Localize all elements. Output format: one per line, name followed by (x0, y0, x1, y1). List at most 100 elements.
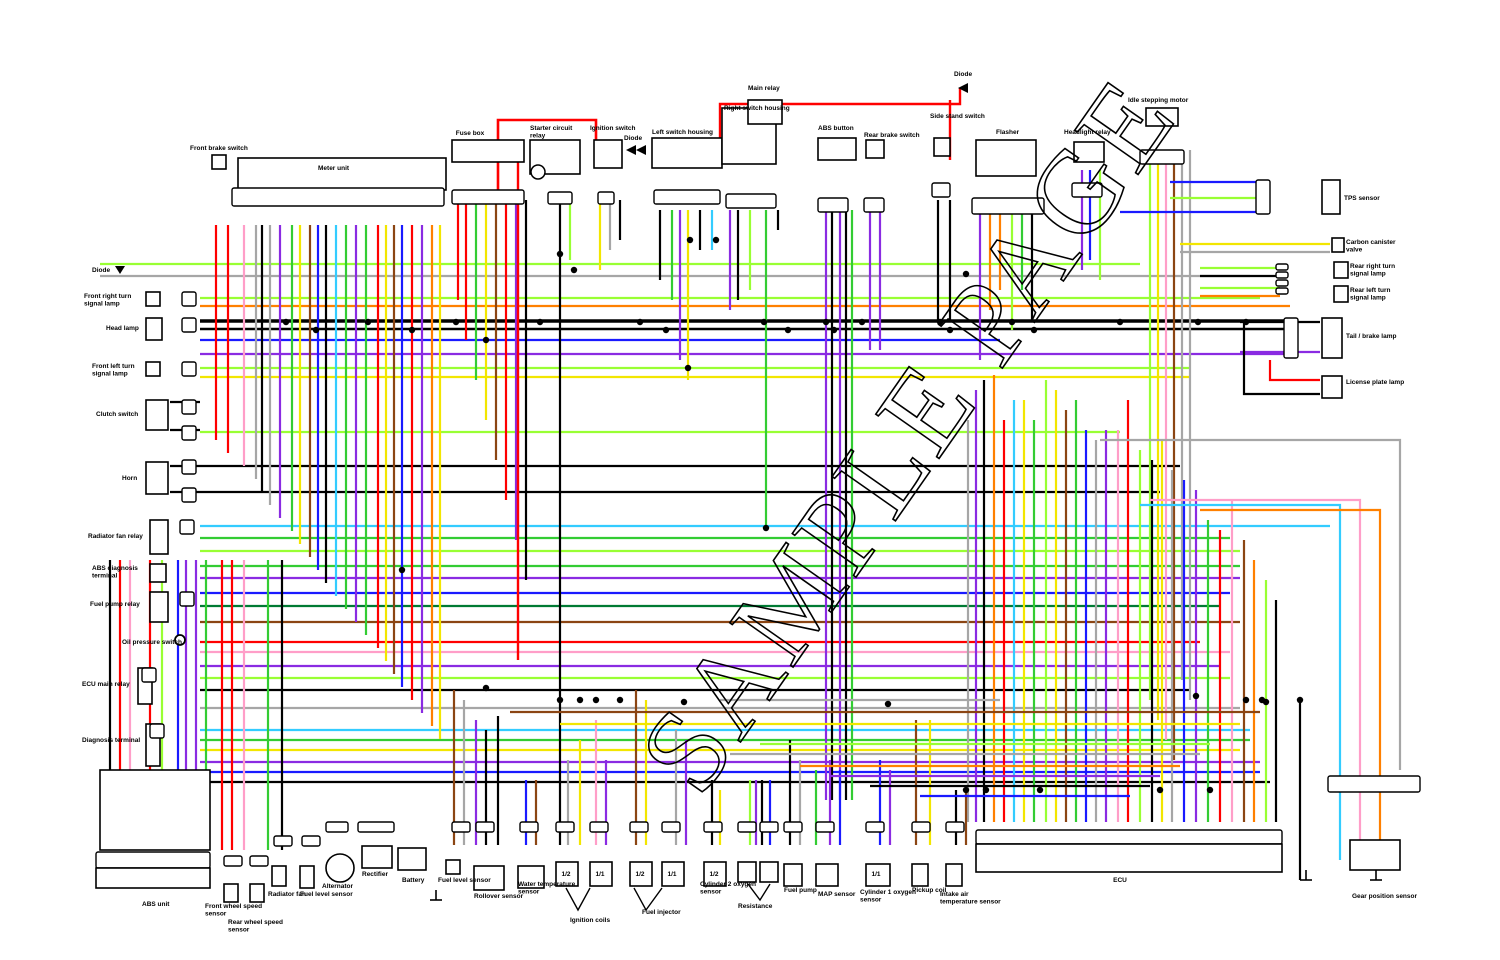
wire-black (747, 883, 771, 902)
left-switch-housing (651, 137, 723, 169)
tail-lamp-connector (1283, 317, 1299, 359)
wire-black (1242, 322, 1320, 396)
label-line: Cylinder 2 oxygen (700, 881, 756, 888)
intake-air-temperature-sensor (945, 863, 963, 887)
fuel-pump (783, 863, 803, 887)
splice-dot (712, 236, 720, 244)
pin-connector (249, 855, 269, 867)
component-label: Gear position sensor (1352, 893, 1417, 900)
component-label: Flasher (996, 129, 1020, 136)
pin-connector (223, 855, 243, 867)
meter-unit (237, 157, 447, 191)
coil-tag: 1/2 (561, 871, 570, 878)
pin-connector (629, 821, 649, 833)
headlight-relay (1073, 141, 1105, 163)
pin-connector (783, 821, 803, 833)
splice-dot (822, 318, 830, 326)
label-line: Flasher (996, 129, 1020, 136)
splice-dot (1036, 786, 1044, 794)
label-line: sensor (700, 889, 722, 896)
component-label: Fuel pump (784, 887, 817, 894)
label-line: Rollover sensor (474, 893, 524, 900)
coil-tag: 1/1 (667, 871, 676, 878)
label-line: Diagnosis terminal (82, 737, 140, 744)
label-line: sensor (228, 927, 250, 934)
pin-connector (181, 291, 197, 307)
pin-connector (911, 821, 931, 833)
splice-dot (576, 696, 584, 704)
fuel-pump-relay (149, 591, 169, 623)
splice-dot (482, 336, 490, 344)
label-line: Resistance (738, 903, 773, 910)
junction-layer (282, 236, 1304, 794)
splice-dot (1258, 696, 1266, 704)
component-label: Alternator (322, 883, 354, 890)
pin-connector (519, 821, 539, 833)
splice-dot (1296, 696, 1304, 704)
splice-dot (1116, 318, 1124, 326)
label-line: Ignition coils (570, 917, 610, 924)
component-label: Fuel injector (642, 909, 681, 916)
side-stand-switch (933, 137, 951, 157)
splice-dot (760, 318, 768, 326)
wire-layer (100, 88, 1402, 912)
wire-black (565, 887, 591, 912)
rear-wheel-speed-sensor (249, 883, 265, 903)
abs-unit-frame (99, 769, 211, 851)
pin-connector (181, 487, 197, 503)
splice-dot (536, 318, 544, 326)
resistance-1 (737, 861, 757, 883)
splice-dot (784, 326, 792, 334)
label-line: Rear left turn (1350, 287, 1390, 294)
component-label: Radiator fan (268, 891, 306, 898)
label-line: signal lamp (1350, 271, 1386, 278)
coil-tag: 1/1 (871, 871, 880, 878)
splice-dot (1194, 318, 1202, 326)
splice-dot (556, 696, 564, 704)
left-switch-connector (653, 189, 721, 205)
label-line: Headlight relay (1064, 129, 1111, 136)
pin-connector (181, 425, 197, 441)
rollover-sensor (473, 865, 505, 891)
component-label: Horn (122, 475, 137, 482)
splice-dot (662, 326, 670, 334)
label-line: Front wheel speed (205, 903, 262, 910)
pin-connector (141, 667, 157, 683)
label-line: Idle stepping motor (1128, 97, 1189, 104)
component-label: Oil pressure switch (122, 639, 182, 646)
wire-red (1268, 360, 1320, 382)
coil-tag: 1/1 (595, 871, 604, 878)
resistance-2 (759, 861, 779, 883)
rectifier-connector (357, 821, 395, 833)
headlight-relay-connector (1071, 182, 1103, 198)
label-line: temperature sensor (940, 899, 1001, 906)
gear-position-sensor (1349, 839, 1401, 871)
label-line: ECU (1113, 877, 1127, 884)
pin-connector (865, 821, 885, 833)
component-label: ABS unit (142, 901, 170, 908)
splice-dot (858, 318, 866, 326)
idle-motor-connector (1139, 149, 1185, 165)
label-line: TPS sensor (1344, 195, 1380, 202)
ecu (975, 843, 1283, 873)
ignition-coil-1 (589, 861, 613, 887)
component-label: Fuel pump relay (90, 601, 140, 608)
label-line: License plate lamp (1346, 379, 1404, 386)
splice-dot (398, 566, 406, 574)
label-line: Intake air (940, 891, 969, 898)
component-label: Idle stepping motor (1128, 97, 1189, 104)
abs-button (817, 137, 857, 161)
label-line: Fuel pump relay (90, 601, 140, 608)
abs-unit-connector (95, 851, 211, 869)
component-label: Ignition coils (570, 917, 610, 924)
component-label: MAP sensor (818, 891, 856, 898)
label-line: Right switch housing (724, 105, 790, 112)
pin-connector (181, 361, 197, 377)
front-right-turn-lamp (145, 291, 161, 307)
splice-dot (1206, 786, 1214, 794)
tail-brake-lamp (1321, 317, 1343, 359)
fuse-box-connector (451, 189, 525, 205)
